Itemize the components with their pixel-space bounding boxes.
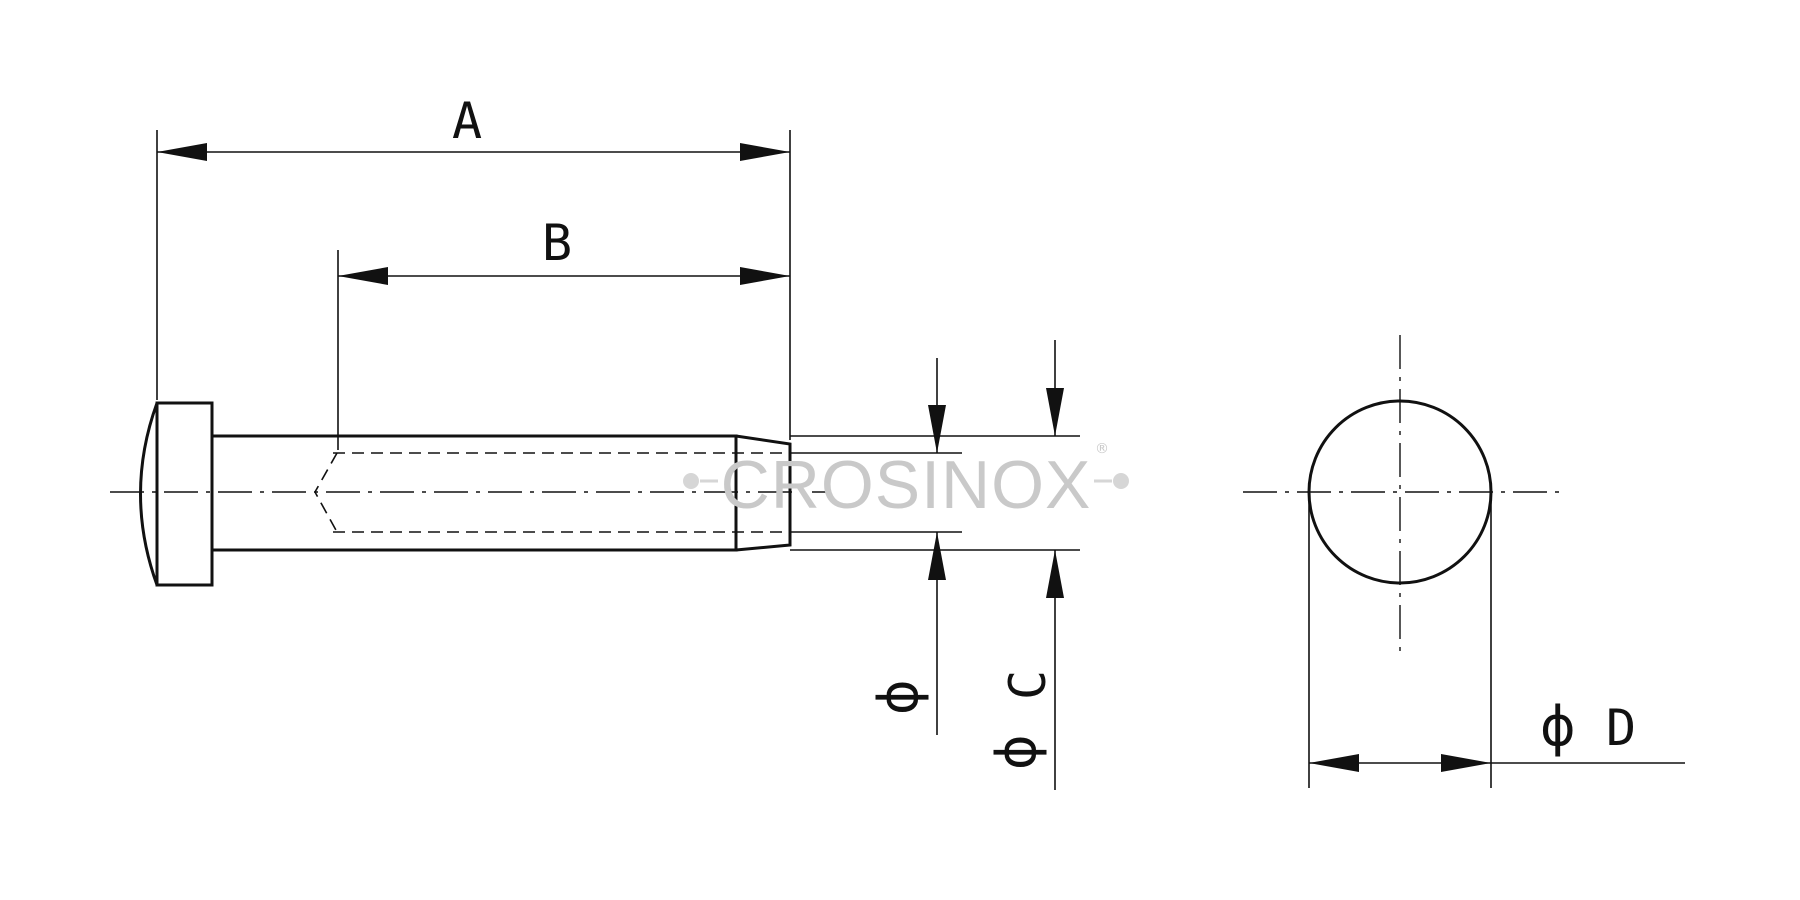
dimension-c-label: C	[999, 670, 1057, 700]
dimension-b: B	[337, 214, 790, 450]
brand-watermark: CROSINOX ®	[683, 441, 1129, 523]
screw-side-view	[110, 401, 830, 587]
watermark-registered-mark: ®	[1095, 441, 1109, 457]
dimension-a: A	[156, 92, 791, 440]
dimension-c: ϕ C	[790, 340, 1080, 790]
dimension-d-label: D	[1606, 699, 1636, 757]
screw-shank	[210, 434, 792, 552]
dimension-a-label: A	[452, 92, 482, 150]
dimension-thread-diameter: ϕ	[790, 358, 962, 735]
thread-diameter-symbol: ϕ	[867, 679, 930, 715]
screw-front-view	[1243, 335, 1562, 652]
watermark-brand: CROSINOX	[721, 447, 1092, 523]
dimension-d-symbol: ϕ	[1540, 695, 1576, 758]
screw-head	[139, 401, 214, 587]
dimension-c-symbol: ϕ	[985, 734, 1048, 770]
dimension-d: ϕ D	[1308, 492, 1685, 788]
dimension-b-label: B	[542, 214, 572, 272]
watermark-dot-left	[683, 473, 699, 489]
watermark-dot-right	[1113, 473, 1129, 489]
